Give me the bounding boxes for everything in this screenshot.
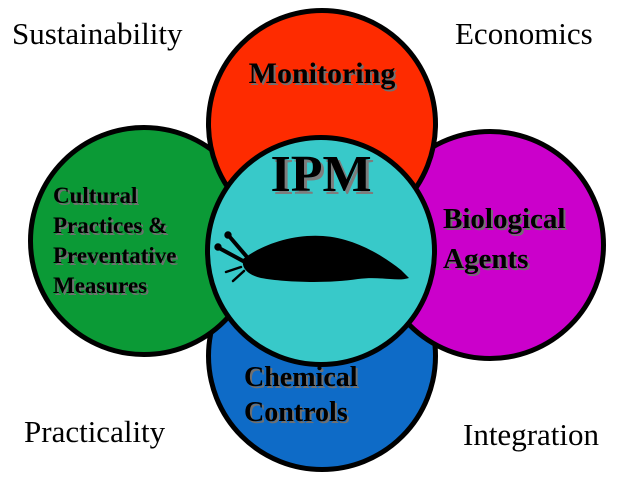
label-integration: Integration bbox=[463, 417, 600, 452]
label-cultural-practices: Cultural Practices & Preventative Measur… bbox=[53, 181, 176, 301]
label-cultural-line-1: Cultural bbox=[53, 183, 138, 208]
label-cultural-line-4: Measures bbox=[53, 273, 148, 298]
label-ipm: IPM bbox=[270, 146, 372, 203]
label-biological-line-1: Biological bbox=[443, 203, 566, 235]
label-chemical-controls: Chemical Controls bbox=[244, 360, 358, 430]
label-chemical-line-2: Controls bbox=[244, 397, 348, 428]
label-biological-agents: Biological Agents bbox=[443, 199, 565, 279]
label-cultural-line-3: Preventative bbox=[53, 243, 177, 268]
label-economics: Economics bbox=[455, 16, 593, 51]
label-biological-line-2: Agents bbox=[443, 243, 529, 275]
label-sustainability: Sustainability bbox=[12, 16, 183, 51]
label-practicality: Practicality bbox=[24, 414, 166, 449]
slug-icon bbox=[214, 231, 409, 283]
label-cultural-line-2: Practices & bbox=[53, 213, 168, 238]
label-monitoring: Monitoring bbox=[248, 57, 396, 90]
label-chemical-line-1: Chemical bbox=[244, 362, 358, 393]
